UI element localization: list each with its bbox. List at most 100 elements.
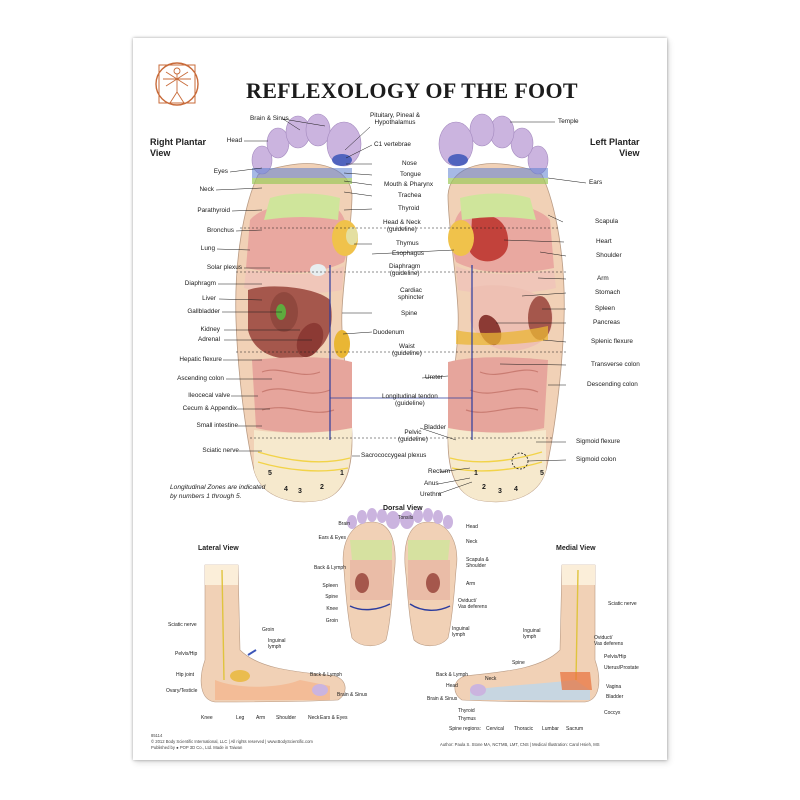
label-bladder: Bladder <box>424 424 447 431</box>
lateral-label: Sciatic nerve <box>168 622 197 628</box>
label-kidney: Kidney <box>200 326 220 333</box>
dorsal-label: Brain <box>338 521 350 527</box>
label-pituitary: Pituitary, Pineal & Hypothalamus <box>370 112 420 126</box>
zone-number-right: 4 <box>284 486 288 493</box>
label-longitudinal-tendon: Longitudinal tendon (guideline) <box>382 393 438 407</box>
label-lung: Lung <box>200 245 215 252</box>
label-mouth-pharynx: Mouth & Pharynx <box>384 181 434 188</box>
label-spine: Spine <box>401 310 418 317</box>
lateral-label: Inguinal lymph <box>268 638 286 650</box>
lateral-view-title: Lateral View <box>198 545 239 552</box>
leader-lines <box>215 118 587 495</box>
medial-label: Lumbar <box>542 726 559 732</box>
page-title: REFLEXOLOGY OF THE FOOT <box>246 78 578 103</box>
label-anus: Anus <box>424 480 439 487</box>
dorsal-view-title: Dorsal View <box>383 505 423 512</box>
medial-label: Head <box>446 683 458 689</box>
label-head-neck-guideline: Head & Neck (guideline) <box>383 219 421 233</box>
label-solar-plexus: Solar plexus <box>206 264 242 271</box>
label-c1-vertebrae: C1 vertebrae <box>374 141 411 148</box>
dorsal-label: Oviduct/ Vas deferens <box>458 598 488 610</box>
lateral-view-foot <box>200 564 346 703</box>
medial-label: Back & Lymph <box>436 672 469 678</box>
publisher-text: Published by ● POP 3D Co., Ltd. Made in … <box>151 745 243 750</box>
lateral-label: Groin <box>262 627 275 633</box>
medial-label: Brain & Sinus <box>427 696 458 702</box>
vitruvian-logo-icon <box>155 62 199 106</box>
label-spleen: Spleen <box>595 305 615 312</box>
label-small-intestine: Small intestine <box>196 422 238 429</box>
label-sacrococcygeal-plexus: Sacrococcygeal plexus <box>361 452 427 459</box>
medial-label: Uterus/Prostate <box>604 665 639 671</box>
dorsal-label: Tonsils <box>398 515 414 521</box>
label-gallbladder: Gallbladder <box>187 308 220 315</box>
label-thymus: Thymus <box>396 240 419 247</box>
dorsal-label: Head <box>466 524 478 530</box>
left-foot-plantar <box>447 163 565 503</box>
lateral-label: Pelvis/Hip <box>175 651 198 657</box>
lateral-label: Brain & Sinus <box>337 692 368 698</box>
product-code: 85114 <box>151 733 163 738</box>
label-temple: Temple <box>558 118 579 125</box>
lateral-label: Shoulder <box>276 715 297 721</box>
medial-label: Pelvis/Hip <box>604 654 627 660</box>
left-foot-toes <box>438 113 549 184</box>
label-liver: Liver <box>202 295 216 302</box>
label-sciatic-nerve: Sciatic nerve <box>202 447 239 454</box>
label-hepatic-flexure: Hepatic flexure <box>179 356 222 363</box>
dorsal-label: Inguinal lymph <box>452 626 470 638</box>
label-ureter: Ureter <box>425 374 443 381</box>
label-neck: Neck <box>199 186 214 193</box>
zone-number-left: 2 <box>482 484 486 491</box>
medial-view-foot <box>454 564 600 703</box>
lateral-label: Ovary/Testicle <box>166 688 198 694</box>
dorsal-label: Scapula & Shoulder <box>466 557 489 569</box>
dorsal-label: Arm <box>466 581 476 587</box>
zone-number-left: 5 <box>540 470 544 477</box>
medial-label: Neck <box>485 676 497 682</box>
label-waist-guideline: Waist (guideline) <box>392 343 422 357</box>
lateral-label: Arm <box>256 715 266 721</box>
dorsal-label: Ears & Eyes <box>318 535 346 541</box>
dorsal-label: Spleen <box>322 583 338 589</box>
label-duodenum: Duodenum <box>373 329 405 336</box>
zone-number-left: 3 <box>498 488 502 495</box>
lateral-label: Leg <box>236 715 245 721</box>
label-nose: Nose <box>402 160 417 167</box>
label-thyroid: Thyroid <box>398 205 420 212</box>
label-urethra: Urethra <box>420 491 442 498</box>
zone-number-right: 3 <box>298 488 302 495</box>
lateral-label: Neck <box>308 715 320 721</box>
medial-label: Thoracic <box>514 726 534 732</box>
dorsal-label: Knee <box>326 606 338 612</box>
label-bronchus: Bronchus <box>207 227 234 234</box>
medial-label: Spine <box>512 660 525 666</box>
medial-label: Thyroid <box>458 708 475 714</box>
dorsal-label: Neck <box>466 539 478 545</box>
zone-number-left: 4 <box>514 486 518 493</box>
label-parathyroid: Parathyroid <box>197 207 230 214</box>
right-plantar-view-title: Right Plantar View <box>150 137 207 158</box>
lateral-label: Back & Lymph <box>310 672 343 678</box>
longitudinal-zones-note: Longitudinal Zones are indicated by numb… <box>170 484 266 500</box>
dorsal-label: Groin <box>325 618 338 624</box>
lateral-label: Knee <box>201 715 213 721</box>
medial-label: Spine regions: <box>449 726 481 732</box>
label-transverse-colon: Transverse colon <box>591 361 640 368</box>
label-diaphragm-guideline: Diaphragm (guideline) <box>389 263 421 277</box>
zone-number-right: 1 <box>340 470 344 477</box>
zone-number-right: 2 <box>320 484 324 491</box>
label-diaphragm-right: Diaphragm <box>184 280 216 287</box>
label-cardiac-sphincter: Cardiac sphincter <box>398 287 424 301</box>
label-eyes: Eyes <box>213 168 228 175</box>
medial-label: Sacrum <box>566 726 584 732</box>
label-sigmoid-colon: Sigmoid colon <box>576 456 617 463</box>
dorsal-view-feet <box>342 508 458 647</box>
label-brain-sinus: Brain & Sinus <box>250 115 289 122</box>
medial-view-title: Medial View <box>556 545 596 552</box>
label-pelvic-guideline: Pelvic (guideline) <box>398 429 428 443</box>
dorsal-label: Back & Lymph <box>313 565 346 571</box>
lateral-label: Hip joint <box>176 672 195 678</box>
label-ascending-colon: Ascending colon <box>177 375 224 382</box>
